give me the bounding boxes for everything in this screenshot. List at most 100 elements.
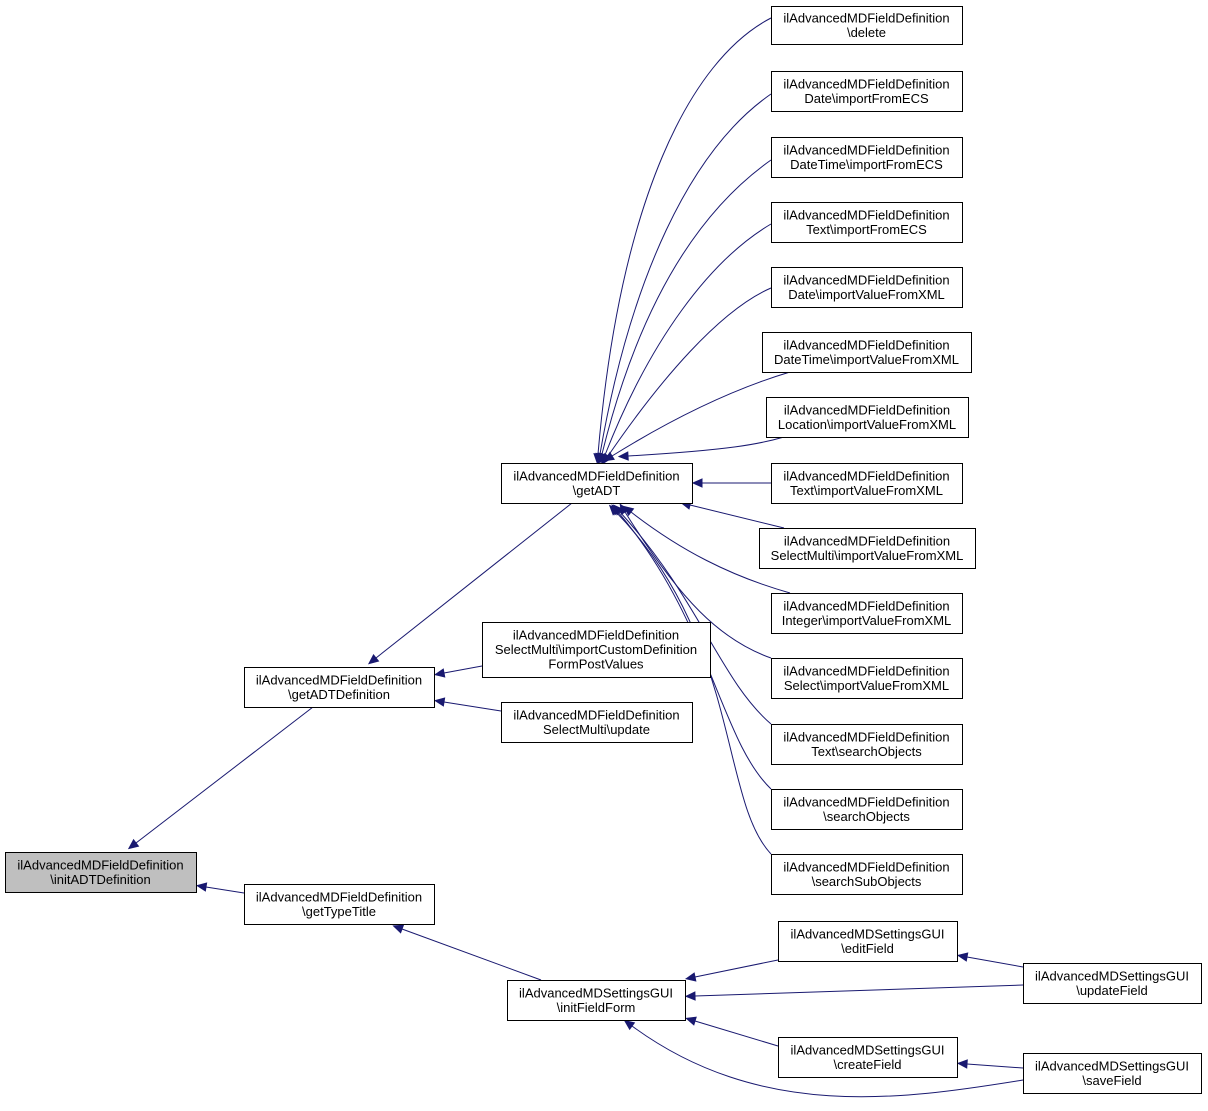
arrowhead <box>617 451 629 461</box>
node-label-line: \updateField <box>1076 983 1148 998</box>
node-box[interactable] <box>766 397 969 438</box>
node-selectMultiUpdate[interactable]: ilAdvancedMDFieldDefinitionSelectMulti\u… <box>501 702 693 743</box>
edge-createField-to-initFieldForm <box>685 1016 779 1047</box>
node-box[interactable] <box>501 463 693 504</box>
edge-line <box>627 436 785 457</box>
node-getTypeTitle[interactable]: ilAdvancedMDFieldDefinition\getTypeTitle <box>244 884 435 925</box>
edge-searchSubObjects-to-getADT <box>608 504 772 855</box>
edge-getADT-to-getADTDefinition <box>367 502 573 665</box>
node-box[interactable] <box>1023 1053 1202 1094</box>
node-box[interactable] <box>771 658 963 699</box>
nodes-layer: ilAdvancedMDFieldDefinition\initADTDefin… <box>5 6 1202 1094</box>
edge-line <box>630 511 791 594</box>
node-dateTimeImportValueFromXML[interactable]: ilAdvancedMDFieldDefinitionDateTime\impo… <box>762 332 972 373</box>
node-label-line: ilAdvancedMDFieldDefinition <box>513 707 679 722</box>
node-label-line: ilAdvancedMDSettingsGUI <box>1035 968 1189 983</box>
node-label-line: Select\importValueFromXML <box>784 678 949 693</box>
edge-line <box>694 1020 779 1047</box>
node-dateImportValueFromXML[interactable]: ilAdvancedMDFieldDefinitionDate\importVa… <box>771 267 963 308</box>
node-label-line: ilAdvancedMDFieldDefinition <box>783 337 949 352</box>
node-getADTDefinition[interactable]: ilAdvancedMDFieldDefinition\getADTDefini… <box>244 667 435 708</box>
node-box[interactable] <box>771 724 963 765</box>
edge-getTypeTitle-to-initADTDefinition <box>195 882 245 894</box>
node-label-line: ilAdvancedMDFieldDefinition <box>783 76 949 91</box>
node-box[interactable] <box>501 702 693 743</box>
node-label-line: ilAdvancedMDFieldDefinition <box>256 672 422 687</box>
node-label-line: \saveField <box>1082 1073 1141 1088</box>
node-createField[interactable]: ilAdvancedMDSettingsGUI\createField <box>778 1037 958 1078</box>
node-searchSubObjects[interactable]: ilAdvancedMDFieldDefinition\searchSubObj… <box>771 854 963 895</box>
node-label-line: \getADT <box>573 483 621 498</box>
edges-layer <box>127 17 1024 1098</box>
node-label-line: Integer\importValueFromXML <box>782 613 952 628</box>
node-initADTDefinition[interactable]: ilAdvancedMDFieldDefinition\initADTDefin… <box>5 852 197 893</box>
node-label-line: Text\importValueFromXML <box>790 483 943 498</box>
node-label-line: \searchSubObjects <box>812 874 922 889</box>
node-box[interactable] <box>507 980 686 1021</box>
node-editField[interactable]: ilAdvancedMDSettingsGUI\editField <box>778 921 958 962</box>
node-dateTimeImportFromECS[interactable]: ilAdvancedMDFieldDefinitionDateTime\impo… <box>771 137 963 178</box>
node-textSearchObjects[interactable]: ilAdvancedMDFieldDefinitionText\searchOb… <box>771 724 963 765</box>
node-label-line: DateTime\importValueFromXML <box>774 352 959 367</box>
node-label-line: ilAdvancedMDFieldDefinition <box>783 729 949 744</box>
node-box[interactable] <box>759 528 976 569</box>
edge-delete-to-getADT <box>593 17 772 465</box>
node-box[interactable] <box>778 1037 958 1078</box>
node-saveField[interactable]: ilAdvancedMDSettingsGUI\saveField <box>1023 1053 1202 1094</box>
node-label-line: Text\searchObjects <box>811 744 922 759</box>
node-label-line: ilAdvancedMDFieldDefinition <box>783 859 949 874</box>
node-box[interactable] <box>771 463 963 504</box>
node-box[interactable] <box>1023 963 1202 1004</box>
node-label-line: ilAdvancedMDFieldDefinition <box>783 142 949 157</box>
node-box[interactable] <box>771 267 963 308</box>
node-searchObjects[interactable]: ilAdvancedMDFieldDefinition\searchObject… <box>771 789 963 830</box>
node-label-line: ilAdvancedMDSettingsGUI <box>519 985 673 1000</box>
arrowhead <box>956 952 969 962</box>
node-box[interactable] <box>244 667 435 708</box>
node-getADT[interactable]: ilAdvancedMDFieldDefinition\getADT <box>501 463 693 504</box>
node-dateImportFromECS[interactable]: ilAdvancedMDFieldDefinitionDate\importFr… <box>771 71 963 112</box>
edge-line <box>205 886 245 894</box>
node-box[interactable] <box>771 202 963 243</box>
focus-node-box[interactable] <box>5 852 197 893</box>
node-selectMultiImportValueFromXML[interactable]: ilAdvancedMDFieldDefinitionSelectMulti\i… <box>759 528 976 569</box>
node-integerImportValueFromXML[interactable]: ilAdvancedMDFieldDefinitionInteger\impor… <box>771 593 963 634</box>
arrowhead <box>433 668 446 678</box>
node-updateField[interactable]: ilAdvancedMDSettingsGUI\updateField <box>1023 963 1202 1004</box>
edge-dateTimeImportValueFromXML-to-getADT <box>603 371 791 462</box>
node-label-line: ilAdvancedMDFieldDefinition <box>784 402 950 417</box>
edge-line <box>401 928 542 981</box>
node-box[interactable] <box>771 789 963 830</box>
arrowhead <box>367 653 380 665</box>
node-box[interactable] <box>762 332 972 373</box>
node-label-line: Date\importFromECS <box>804 91 929 106</box>
node-textImportFromECS[interactable]: ilAdvancedMDFieldDefinitionText\importFr… <box>771 202 963 243</box>
arrowhead <box>623 1019 636 1031</box>
edge-line <box>615 511 772 855</box>
node-box[interactable] <box>771 71 963 112</box>
node-box[interactable] <box>771 6 963 45</box>
node-box[interactable] <box>244 884 435 925</box>
arrowhead <box>127 838 140 850</box>
node-box[interactable] <box>482 622 711 678</box>
node-box[interactable] <box>778 921 958 962</box>
node-selectImportValueFromXML[interactable]: ilAdvancedMDFieldDefinitionSelect\import… <box>771 658 963 699</box>
edge-line <box>607 287 772 457</box>
arrowhead <box>684 972 697 982</box>
node-label-line: SelectMulti\importValueFromXML <box>771 548 964 563</box>
arrowhead <box>685 1016 697 1026</box>
node-box[interactable] <box>771 854 963 895</box>
edge-line <box>624 511 772 659</box>
node-box[interactable] <box>771 593 963 634</box>
node-importCustomDefinitionFormPostValues[interactable]: ilAdvancedMDFieldDefinitionSelectMulti\i… <box>482 622 711 678</box>
node-box[interactable] <box>771 137 963 178</box>
node-initFieldForm[interactable]: ilAdvancedMDSettingsGUI\initFieldForm <box>507 980 686 1021</box>
edge-line <box>694 984 1024 997</box>
node-locationImportValueFromXML[interactable]: ilAdvancedMDFieldDefinitionLocation\impo… <box>766 397 969 438</box>
edge-selectMultiImportValueFromXML-to-getADT <box>680 500 785 529</box>
node-label-line: \initFieldForm <box>557 1000 636 1015</box>
node-textImportValueFromXML[interactable]: ilAdvancedMDFieldDefinitionText\importVa… <box>771 463 963 504</box>
node-delete[interactable]: ilAdvancedMDFieldDefinition\delete <box>771 6 963 45</box>
edge-dateTimeImportFromECS-to-getADT <box>597 159 772 464</box>
